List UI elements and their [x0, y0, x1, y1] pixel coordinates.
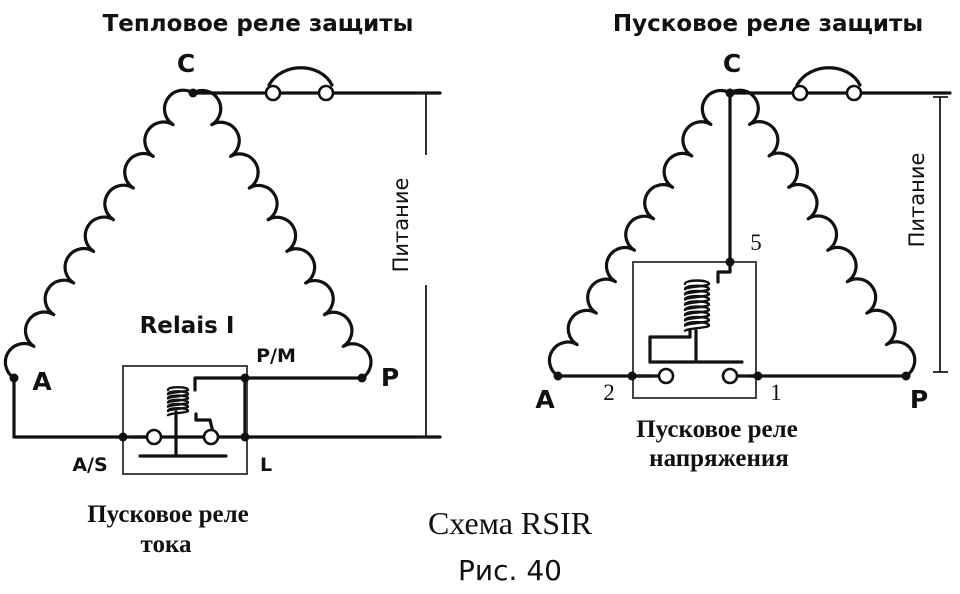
- left-coil-lead-bottom: [194, 412, 216, 438]
- right-terminal-1-label: 1: [770, 380, 782, 405]
- right-winding-c-a: [547, 88, 732, 378]
- right-terminal-2-label: 2: [603, 380, 615, 405]
- left-caption-line1: Пусковое реле: [87, 501, 249, 528]
- left-node-l-dot: [240, 432, 250, 442]
- right-coil-lead-bottom: [648, 328, 692, 364]
- right-coil-lead-top: [716, 260, 732, 284]
- left-pm-wire: [243, 376, 364, 439]
- left-relay-contact-as: [145, 428, 163, 446]
- right-power-label: Питание: [905, 153, 929, 248]
- left-node-p-dot: [357, 373, 367, 383]
- left-power-label-bg: [400, 155, 430, 285]
- left-terminal-as-label: A/S: [72, 454, 107, 476]
- right-relay-box: [632, 261, 757, 399]
- left-coil-lead-top: [193, 376, 247, 392]
- left-relay-coil: [166, 385, 190, 417]
- right-relay-contact-2: [657, 367, 675, 385]
- right-caption-line2: напряжения: [649, 445, 789, 472]
- right-relay-coil: [683, 279, 711, 332]
- left-thermal-contact-2: [317, 84, 335, 102]
- right-node-1-dot: [753, 371, 763, 381]
- right-title: Пусковое реле защиты: [613, 11, 923, 37]
- right-node-a-dot: [553, 371, 563, 381]
- left-node-a-label: A: [32, 367, 52, 396]
- right-node-a-label: A: [535, 385, 555, 414]
- left-thermal-contact-1: [264, 84, 282, 102]
- left-caption-line2: тока: [141, 531, 192, 558]
- right-diagram: Пусковое реле защиты Питание: [535, 11, 952, 472]
- left-diagram: Тепловое реле защиты Питание: [3, 11, 442, 558]
- right-power-label-bg: [905, 140, 935, 266]
- figure-number: Рис. 40: [458, 554, 562, 587]
- right-thermal-contact-1: [791, 84, 809, 102]
- right-winding-c-p: [728, 88, 917, 378]
- left-terminal-l-label: L: [260, 454, 272, 476]
- left-node-pm-dot: [240, 373, 250, 383]
- left-node-c-dot: [188, 88, 198, 98]
- right-node-5-dot: [725, 257, 735, 267]
- right-relay-contact-1: [721, 367, 739, 385]
- right-node-c-label: C: [723, 49, 741, 78]
- right-thermal-relay-arc: [795, 66, 862, 87]
- left-relay-contact-l: [202, 428, 220, 446]
- left-power-dimension-ticks: [419, 92, 434, 438]
- left-power-label: Питание: [389, 178, 413, 273]
- left-node-c-label: C: [177, 49, 195, 78]
- right-thermal-contact-2: [845, 84, 863, 102]
- left-node-as-dot: [118, 432, 128, 442]
- left-winding-c-p: [191, 88, 373, 380]
- left-title: Тепловое реле защиты: [103, 11, 414, 37]
- right-caption-line1: Пусковое реле: [636, 416, 798, 443]
- left-node-a-dot: [9, 373, 19, 383]
- right-power-dimension-ticks: [933, 96, 948, 373]
- left-thermal-relay-arc: [267, 66, 334, 87]
- right-node-p-dot: [901, 371, 911, 381]
- left-terminal-pm-label: P/M: [256, 345, 296, 367]
- left-bottom-wire: [12, 376, 442, 439]
- right-terminal-5-label: 5: [750, 230, 762, 255]
- left-winding-c-a: [3, 88, 195, 380]
- left-relay-box: [122, 365, 248, 475]
- left-node-p-label: P: [381, 363, 399, 392]
- right-node-p-label: P: [910, 385, 928, 414]
- left-relay-label: Relais I: [140, 313, 235, 339]
- scheme-title: Схема RSIR: [428, 505, 593, 541]
- right-node-2-dot: [627, 371, 637, 381]
- right-node-c-dot: [725, 88, 735, 98]
